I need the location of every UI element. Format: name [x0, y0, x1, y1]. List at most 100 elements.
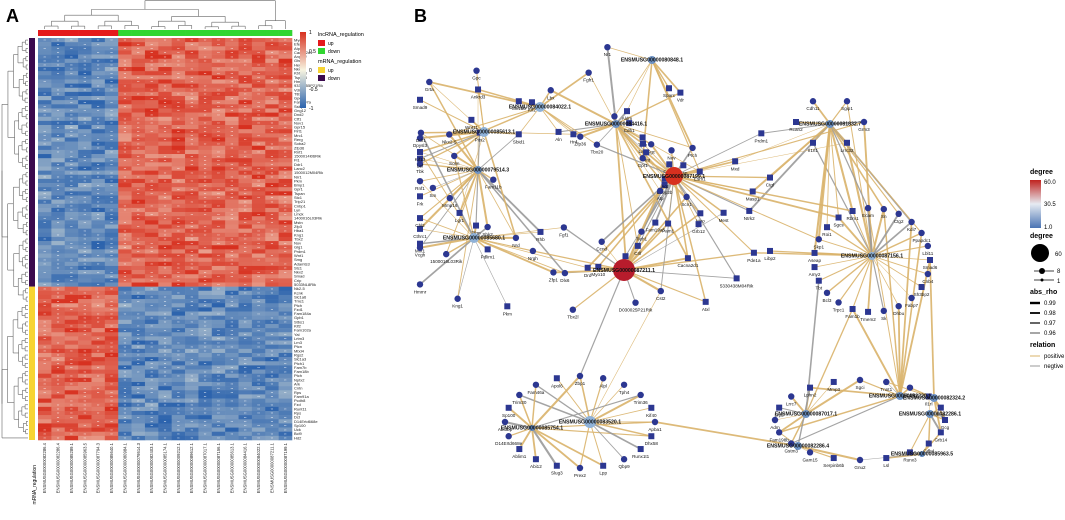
significance-mark: **	[164, 321, 167, 325]
significance-mark: **	[244, 217, 247, 221]
heatmap-cell	[265, 183, 279, 188]
network-edge	[871, 255, 885, 312]
heatmap-cell	[118, 133, 132, 138]
significance-mark: **	[257, 366, 260, 370]
panel-label-a: A	[6, 6, 19, 26]
heatmap-cell	[91, 323, 106, 329]
significance-mark: **	[97, 350, 100, 354]
significance-mark: **	[191, 97, 194, 101]
heatmap-cell	[38, 58, 52, 64]
lncrna-node	[926, 410, 934, 418]
significance-mark: **	[271, 416, 274, 420]
row-label: Slc1a3	[294, 357, 307, 362]
heatmap-cell	[225, 261, 239, 267]
significance-mark: **	[191, 39, 194, 43]
significance-mark: **	[244, 171, 247, 175]
heatmap-cell	[171, 377, 186, 383]
gene-label: Tbx20	[590, 150, 603, 155]
heatmap-cell	[38, 174, 52, 180]
network-edge	[871, 255, 922, 288]
gene-label: Aseap	[808, 258, 821, 263]
gene-node	[443, 250, 450, 258]
heatmap-cell	[211, 108, 226, 113]
gene-label: Smad6	[923, 265, 938, 270]
significance-mark: **	[191, 171, 194, 175]
gene-node	[569, 306, 577, 313]
significance-mark: **	[84, 308, 87, 312]
heatmap-cell	[238, 75, 253, 80]
heatmap-cell	[104, 120, 119, 126]
heatmap-cell	[171, 332, 186, 337]
significance-mark: **	[70, 217, 73, 221]
heatmap-cell	[225, 394, 239, 399]
gene-label: Zfgn	[471, 231, 481, 236]
heatmap-cell	[211, 365, 226, 370]
heatmap-cell	[185, 154, 199, 159]
significance-mark: **	[244, 80, 247, 84]
network-edge	[419, 237, 475, 286]
significance-mark: **	[284, 126, 287, 130]
significance-mark: **	[57, 250, 60, 254]
heatmap-cell	[144, 241, 159, 246]
significance-mark: **	[177, 267, 180, 271]
significance-mark: **	[204, 350, 207, 354]
gene-node	[620, 456, 628, 463]
significance-mark: **	[271, 217, 274, 221]
heatmap-cell	[265, 381, 279, 387]
significance-mark: **	[150, 379, 153, 383]
heatmap-cell	[251, 402, 266, 408]
significance-mark: **	[217, 72, 220, 76]
heatmap-cell	[104, 257, 119, 263]
heatmap-cell	[251, 398, 266, 404]
gene-node	[555, 128, 562, 135]
heatmap-cell	[78, 410, 92, 416]
gene-label: Skp1	[814, 244, 825, 249]
significance-mark: **	[217, 51, 220, 55]
significance-mark: **	[137, 146, 140, 150]
gene-node	[570, 131, 577, 138]
significance-mark: **	[57, 184, 60, 188]
heatmap-cell	[51, 328, 66, 333]
significance-mark: **	[191, 350, 194, 354]
network-edge	[518, 394, 533, 429]
heatmap-cell	[38, 328, 52, 333]
heatmap-cell	[144, 427, 159, 433]
heatmap-cell	[51, 216, 66, 221]
degree-color-scale	[1030, 180, 1041, 228]
heatmap-cell	[185, 270, 199, 275]
gene-node	[623, 108, 630, 115]
gene-label: Masp1	[746, 196, 760, 201]
heatmap-cell	[278, 79, 293, 84]
network-edge	[871, 232, 922, 257]
rho-tick-2: 0.98	[1044, 311, 1056, 317]
significance-mark: **	[217, 155, 220, 159]
gene-node	[577, 133, 584, 140]
gene-node	[416, 160, 424, 168]
significance-mark: **	[84, 180, 87, 184]
network-edge	[623, 212, 701, 271]
significance-mark: **	[110, 138, 113, 142]
heatmap-cell	[171, 352, 186, 358]
heatmap-cell	[265, 270, 279, 275]
heatmap-cell	[144, 390, 159, 395]
heatmap-cell	[185, 54, 199, 60]
heatmap-cell	[185, 108, 199, 113]
gene-node	[504, 303, 511, 310]
significance-mark: **	[257, 424, 260, 428]
gene-node	[807, 384, 814, 391]
heatmap-cell	[225, 340, 239, 345]
heatmap-cell	[278, 83, 293, 89]
significance-mark: **	[257, 292, 260, 296]
gene-node	[639, 155, 646, 162]
heatmap-cell	[118, 212, 132, 217]
significance-mark: **	[70, 279, 73, 283]
heatmap-cell	[211, 232, 226, 238]
heatmap-cell	[158, 410, 172, 416]
significance-mark: **	[84, 196, 87, 200]
heatmap-cell	[278, 104, 293, 109]
row-label: Ctf1	[294, 116, 302, 121]
gene-node	[516, 391, 523, 399]
heatmap-cell	[104, 38, 119, 43]
heatmap-cell	[251, 278, 266, 283]
significance-mark: **	[164, 374, 167, 378]
